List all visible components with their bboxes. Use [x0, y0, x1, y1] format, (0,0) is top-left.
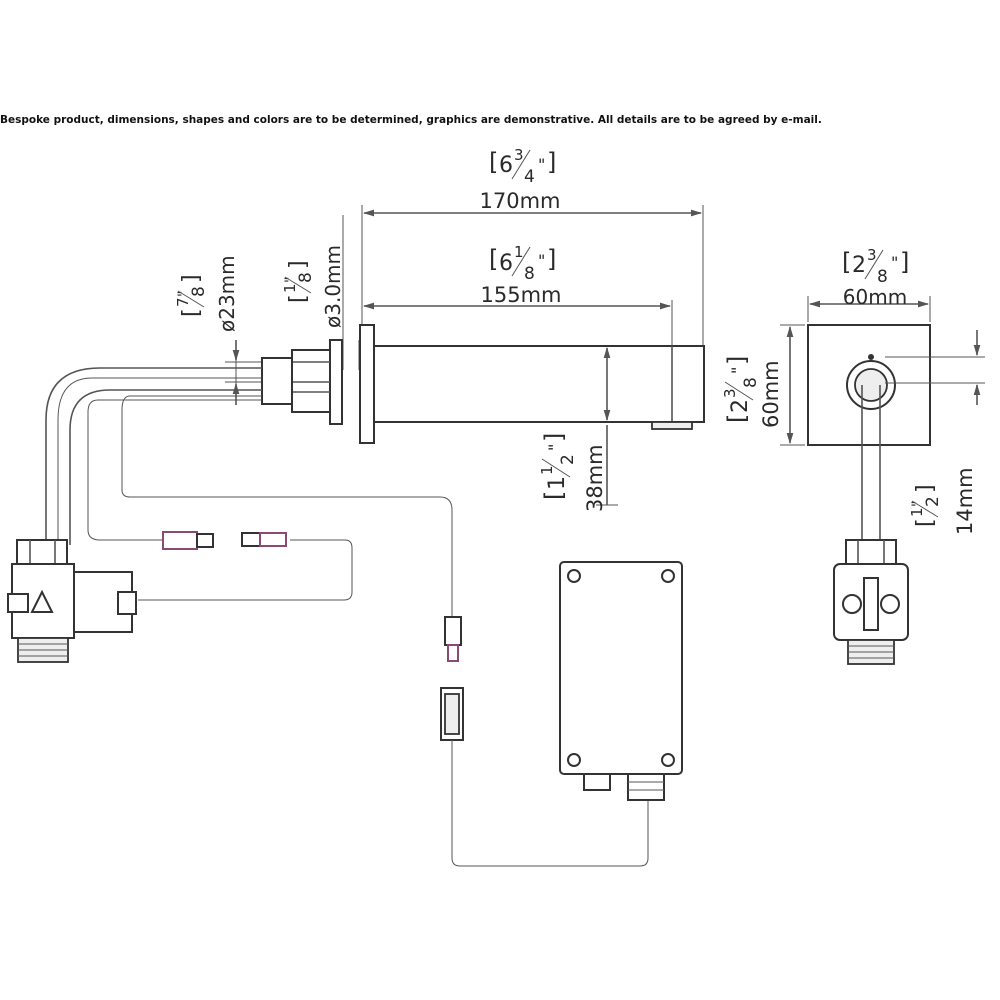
svg-text:": ": [910, 501, 926, 507]
svg-text:1: 1: [908, 507, 926, 517]
svg-text:8: 8: [524, 264, 535, 284]
dim-170-mm: 170mm: [480, 189, 561, 213]
svg-text:]: ]: [540, 433, 568, 442]
svg-text:1: 1: [281, 283, 299, 293]
svg-text:1: 1: [545, 476, 570, 490]
svg-text:8: 8: [296, 272, 316, 283]
svg-text:]: ]: [286, 260, 311, 269]
dim-3-inch: [ 1 " 8 ]: [281, 260, 316, 303]
svg-text:[: [: [723, 414, 751, 423]
svg-text:7: 7: [174, 297, 192, 307]
svg-text:]: ]: [547, 245, 556, 273]
solenoid-valve-front: [833, 539, 909, 665]
dim-23-inch: [ 7 " 8 ]: [174, 274, 209, 317]
dim-170-inch: [ 6 3 4 " ]: [489, 146, 556, 187]
dim-38-inch: [ 1 1 2 " ]: [538, 433, 578, 500]
dim-60-mm: 60mm: [759, 360, 783, 428]
svg-text:]: ]: [723, 356, 751, 365]
svg-text:": ": [728, 367, 747, 374]
dim-23-mm: ø23mm: [215, 255, 239, 332]
control-box: [559, 561, 683, 801]
dimension-drop: 38mm [ 1 1 2 " ]: [538, 425, 618, 512]
svg-text:1: 1: [538, 465, 556, 475]
dim-14-mm: 14mm: [953, 467, 977, 535]
dimension-spout-height: [ 2 3 8 " ] 60mm: [603, 346, 783, 428]
dim-60-inch: [ 2 3 8 " ]: [721, 356, 761, 423]
connector-sensor-top: [444, 616, 462, 662]
svg-text:[: [: [286, 294, 311, 303]
dimension-plate-thickness: ø3.0mm [ 1 " 8 ]: [281, 215, 375, 370]
svg-text:]: ]: [547, 148, 556, 176]
connector-plug-left: [162, 531, 214, 550]
svg-text:]: ]: [179, 274, 204, 283]
svg-text:2: 2: [728, 399, 753, 413]
svg-text:]: ]: [913, 484, 938, 493]
svg-text:6: 6: [499, 153, 513, 178]
solenoid-valve-left: [7, 539, 137, 663]
svg-text:3: 3: [867, 246, 877, 264]
dim-14-inch: [ 1 " 2 ]: [908, 484, 943, 527]
svg-text:]: ]: [900, 248, 909, 276]
dim-38-mm: 38mm: [583, 444, 607, 512]
dimension-plate-width: 60mm [ 2 3 8 " ]: [807, 246, 931, 322]
svg-text:8: 8: [741, 377, 761, 388]
svg-text:[: [: [489, 148, 498, 176]
control-cable: [451, 740, 649, 867]
svg-text:8: 8: [189, 286, 209, 297]
svg-text:4: 4: [524, 167, 535, 187]
dimension-pipe-diameter: ø23mm [ 7 " 8 ]: [174, 255, 300, 405]
side-view-spout: [261, 324, 705, 444]
svg-text:[: [: [179, 308, 204, 317]
dimension-length-spout: 155mm [ 6 1 8 " ]: [362, 243, 673, 420]
svg-text:1: 1: [514, 243, 524, 261]
svg-text:2: 2: [558, 454, 578, 465]
svg-text:[: [: [842, 248, 851, 276]
svg-text:[: [: [489, 245, 498, 273]
svg-text:": ": [283, 277, 299, 283]
svg-text:": ": [176, 291, 192, 297]
front-view-plate: [807, 324, 931, 540]
dim-155-inch: [ 6 1 8 " ]: [489, 243, 556, 284]
supply-pipe: [45, 367, 453, 620]
svg-text:": ": [538, 251, 545, 270]
dimension-plate-height: [780, 324, 805, 446]
connector-plug-right: [241, 532, 287, 547]
svg-text:": ": [538, 155, 545, 174]
dim-60-plate-inch: [ 2 3 8 " ]: [842, 246, 909, 287]
svg-text:3: 3: [514, 146, 524, 164]
svg-text:3: 3: [721, 388, 739, 398]
svg-text:2: 2: [852, 253, 866, 278]
svg-text:6: 6: [499, 251, 513, 276]
dim-3-mm: ø3.0mm: [321, 245, 345, 328]
svg-text:": ": [891, 253, 898, 272]
svg-text:[: [: [540, 491, 568, 500]
dimension-offset: 14mm [ 1 " 2 ]: [885, 330, 985, 535]
svg-text:2: 2: [923, 496, 943, 507]
svg-text:": ": [545, 444, 564, 451]
dim-155-mm: 155mm: [481, 283, 562, 307]
dim-60-plate-mm: 60mm: [843, 285, 907, 309]
svg-text:[: [: [913, 518, 938, 527]
connector-sensor-bottom: [440, 687, 464, 741]
svg-text:8: 8: [877, 267, 888, 287]
disclaimer-text: Bespoke product, dimensions, shapes and …: [0, 114, 822, 126]
dimension-length-total: 170mm [ 6 3 4 " ]: [361, 146, 704, 345]
